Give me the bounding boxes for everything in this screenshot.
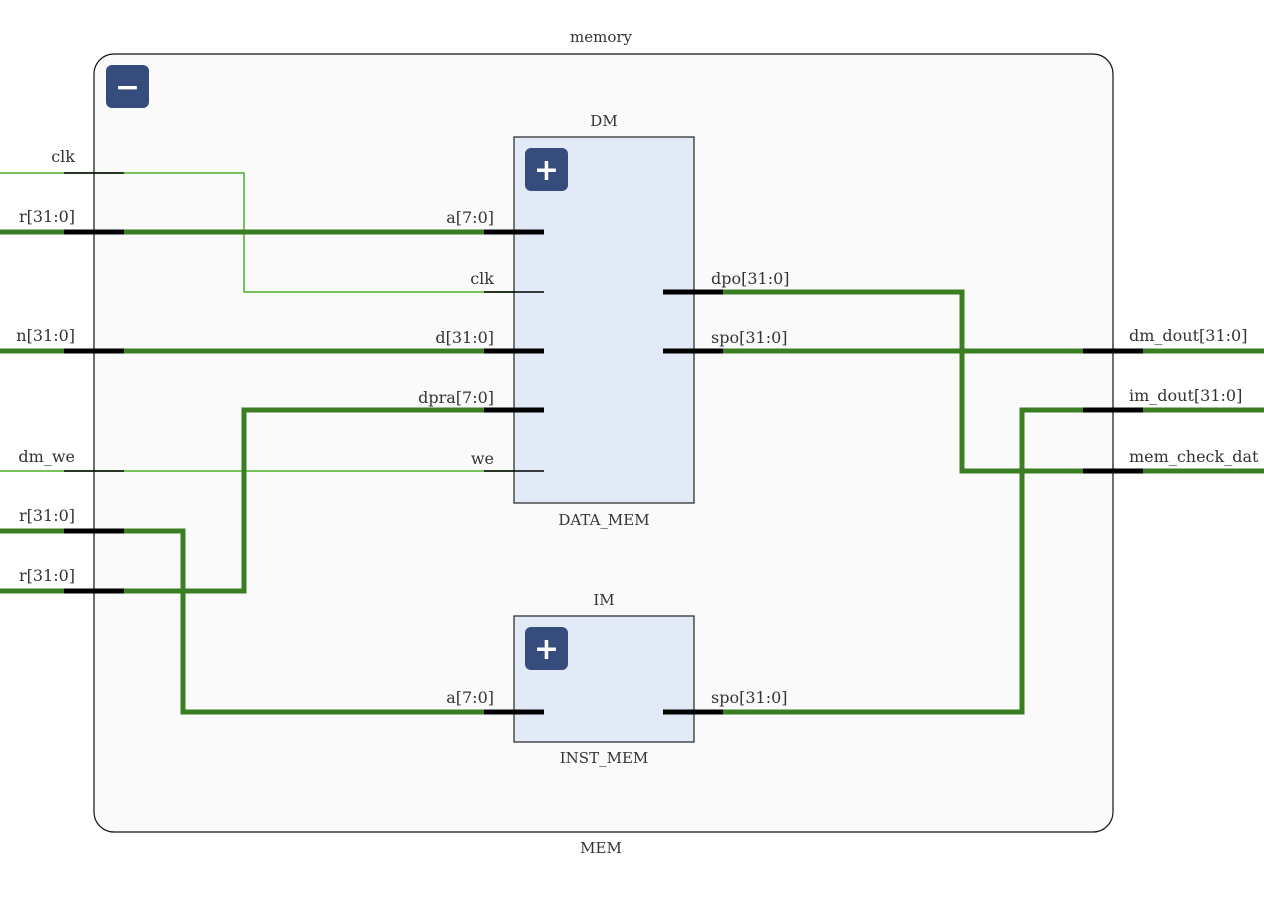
dm-port-we: we (471, 449, 494, 468)
port-label-inst-addr: r[31:0] (19, 506, 75, 525)
im-instance-name: INST_MEM (560, 749, 649, 767)
port-label-dm-we: dm_we (18, 447, 75, 466)
im-expand-button[interactable]: + (525, 627, 568, 670)
outer-block-name: MEM (580, 839, 622, 857)
port-label-clk: clk (51, 147, 75, 166)
right-pins (1083, 348, 1143, 474)
minus-icon: − (115, 70, 140, 105)
port-label-addr: r[31:0] (19, 207, 75, 226)
plus-icon: + (534, 632, 559, 667)
plus-icon: + (534, 153, 559, 188)
dm-port-spo: spo[31:0] (711, 328, 788, 347)
dm-port-dpo: dpo[31:0] (711, 269, 790, 288)
outer-block-title: memory (570, 28, 633, 46)
port-label-im-dout: im_dout[31:0] (1129, 386, 1242, 405)
left-pins (64, 172, 124, 594)
dm-title: DM (590, 112, 617, 130)
dm-port-dpra: dpra[7:0] (418, 388, 494, 407)
port-label-check-addr: r[31:0] (19, 566, 75, 585)
im-port-a: a[7:0] (446, 688, 494, 707)
dm-expand-button[interactable]: + (525, 148, 568, 191)
dm-port-clk: clk (470, 269, 494, 288)
dm-port-d: d[31:0] (435, 328, 494, 347)
collapse-button[interactable]: − (106, 65, 149, 108)
im-port-spo: spo[31:0] (711, 688, 788, 707)
dm-port-a: a[7:0] (446, 208, 494, 227)
port-label-dm-dout: dm_dout[31:0] (1129, 326, 1247, 345)
dm-input-pins (484, 229, 544, 472)
dm-block[interactable] (513, 136, 695, 504)
dm-instance-name: DATA_MEM (558, 511, 649, 529)
port-label-din: n[31:0] (16, 326, 75, 345)
port-label-mem-check-data: mem_check_dat (1129, 447, 1259, 466)
im-title: IM (593, 591, 614, 609)
